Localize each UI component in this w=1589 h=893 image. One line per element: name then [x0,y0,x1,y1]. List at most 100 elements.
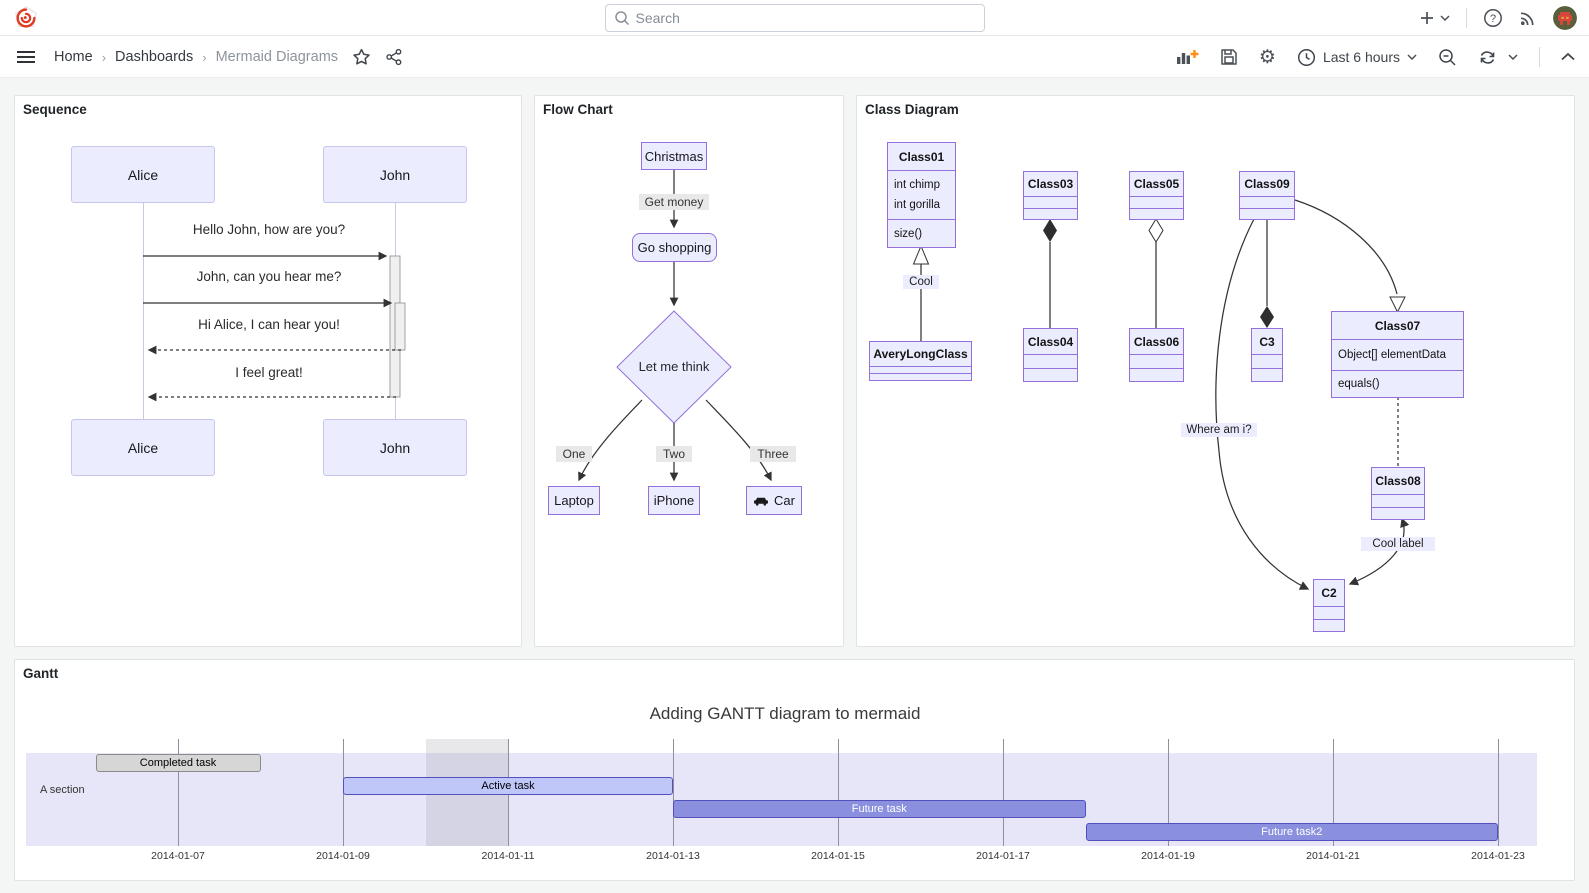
dashboard-toolbar: Home › Dashboards › Mermaid Diagrams ⚙ L… [0,36,1589,78]
panel-flow-chart: Flow Chart Christmas Get money Go shoppi… [534,95,844,647]
time-range-label: Last 6 hours [1322,49,1400,65]
caret-down-icon [1407,54,1417,60]
search-icon [614,11,629,26]
gantt-task-bar: Future task [673,800,1086,818]
gantt-gridline [1002,739,1004,846]
collapse-toolbar-button[interactable] [1561,53,1575,61]
zoom-out-time-button[interactable] [1438,48,1457,67]
caret-down-icon [1508,54,1518,60]
gantt-axis-tick-label: 2014-01-23 [1471,850,1525,862]
class-box-c2: C2 [1313,579,1345,632]
class-edge-label-cool-label: Cool label [1361,537,1435,551]
gantt-axis-tick-label: 2014-01-21 [1306,850,1360,862]
class-name: Class05 [1133,177,1180,191]
panel-title-class[interactable]: Class Diagram [865,102,959,117]
grafana-logo-icon [15,6,37,28]
breadcrumb-separator: › [202,49,207,65]
clock-icon [1297,48,1315,66]
class-name: Class07 [1374,318,1421,333]
share-button[interactable] [385,48,403,66]
question-icon: ? [1484,9,1502,27]
breadcrumb-dashboards[interactable]: Dashboards [115,49,194,65]
flow-edge-label-get-money: Get money [639,194,709,210]
avatar[interactable] [1553,6,1577,30]
breadcrumb-home[interactable]: Home [54,49,93,65]
hamburger-icon [17,51,35,63]
class-box-class01: Class01 int chimp int gorilla size() [887,142,956,248]
flow-node-go-shopping: Go shopping [632,233,717,262]
gantt-gridline [1167,739,1169,846]
plus-icon [1421,12,1433,24]
gantt-axis-tick-label: 2014-01-15 [811,850,865,862]
search-input[interactable] [635,10,976,26]
flow-edge-label-one: One [556,446,592,462]
add-panel-button[interactable] [1176,48,1199,66]
search-bar [604,4,985,32]
save-dashboard-button[interactable] [1220,48,1238,66]
actor-alice-bottom: Alice [71,419,215,476]
gantt-task-bar: Future task2 [1085,823,1498,841]
refresh-interval-button[interactable] [1508,54,1518,60]
toolbar-actions: ⚙ Last 6 hours [1176,36,1575,78]
flow-node-iphone: iPhone [648,486,700,515]
gantt-task-bar: Active task [343,777,673,795]
lifeline-alice [143,203,144,419]
flow-node-christmas: Christmas [641,142,707,170]
class-edge-label-cool: Cool [903,275,939,289]
rss-icon [1520,12,1534,26]
chevron-up-icon [1561,53,1575,61]
panel-title-gantt[interactable]: Gantt [23,666,59,681]
divider [1466,8,1467,28]
grafana-logo[interactable] [13,5,39,31]
news-button[interactable] [1519,9,1537,27]
gantt-axis-tick-label: 2014-01-13 [646,850,700,862]
zoom-out-icon [1439,48,1456,66]
breadcrumb: Home › Dashboards › Mermaid Diagrams [54,49,338,65]
class-name: C3 [1259,334,1275,349]
panel-title-flow[interactable]: Flow Chart [543,102,613,117]
top-right-actions: ? [1419,0,1577,36]
dashboard-settings-button[interactable]: ⚙ [1259,48,1276,67]
sequence-message: I feel great! [235,365,303,380]
class-box-class08: Class08 [1371,467,1425,520]
actor-john-bottom: John [323,419,467,476]
panel-class-diagram: Class Diagram Class01 int chimp int gori… [856,95,1575,647]
gantt-axis-tick-label: 2014-01-19 [1141,850,1195,862]
avatar-image [1553,6,1577,30]
nav-left: Home › Dashboards › Mermaid Diagrams [16,36,403,78]
gantt-task-bar: Completed task [95,754,261,772]
class-edge-label-where-am-i: Where am i? [1181,423,1257,437]
add-panel-icon [1176,50,1199,64]
add-new-button[interactable] [1419,10,1450,26]
class-box-class04: Class04 [1023,328,1078,382]
flow-edge-label-three: Three [750,446,796,462]
sequence-message: Hello John, how are you? [192,222,346,237]
class-name: Class03 [1027,177,1074,191]
save-icon [1221,49,1237,65]
flow-node-car-label: Car [774,493,795,508]
star-icon [353,48,370,65]
flow-edge-label-two: Two [656,446,692,462]
gear-icon: ⚙ [1258,46,1276,68]
favorite-button[interactable] [352,48,371,66]
class-method: size() [888,219,955,247]
class-box-class03: Class03 [1023,171,1078,220]
breadcrumb-current: Mermaid Diagrams [215,49,339,65]
gantt-section-label: A section [40,784,85,796]
help-button[interactable]: ? [1483,8,1503,28]
caret-down-icon [1440,15,1450,21]
class-name: Class01 [898,149,945,164]
class-attribute: Object[] elementData [1332,339,1463,370]
gantt-axis-tick-label: 2014-01-07 [151,850,205,862]
panel-title-sequence[interactable]: Sequence [23,102,87,117]
flow-node-laptop: Laptop [548,486,600,515]
actor-john-top: John [323,146,467,203]
menu-toggle-button[interactable] [16,50,36,64]
refresh-button[interactable] [1478,49,1497,66]
time-range-picker[interactable]: Last 6 hours [1297,48,1417,67]
refresh-icon [1480,50,1495,64]
class-name: Class09 [1244,177,1290,191]
class-box-class06: Class06 [1129,328,1184,382]
